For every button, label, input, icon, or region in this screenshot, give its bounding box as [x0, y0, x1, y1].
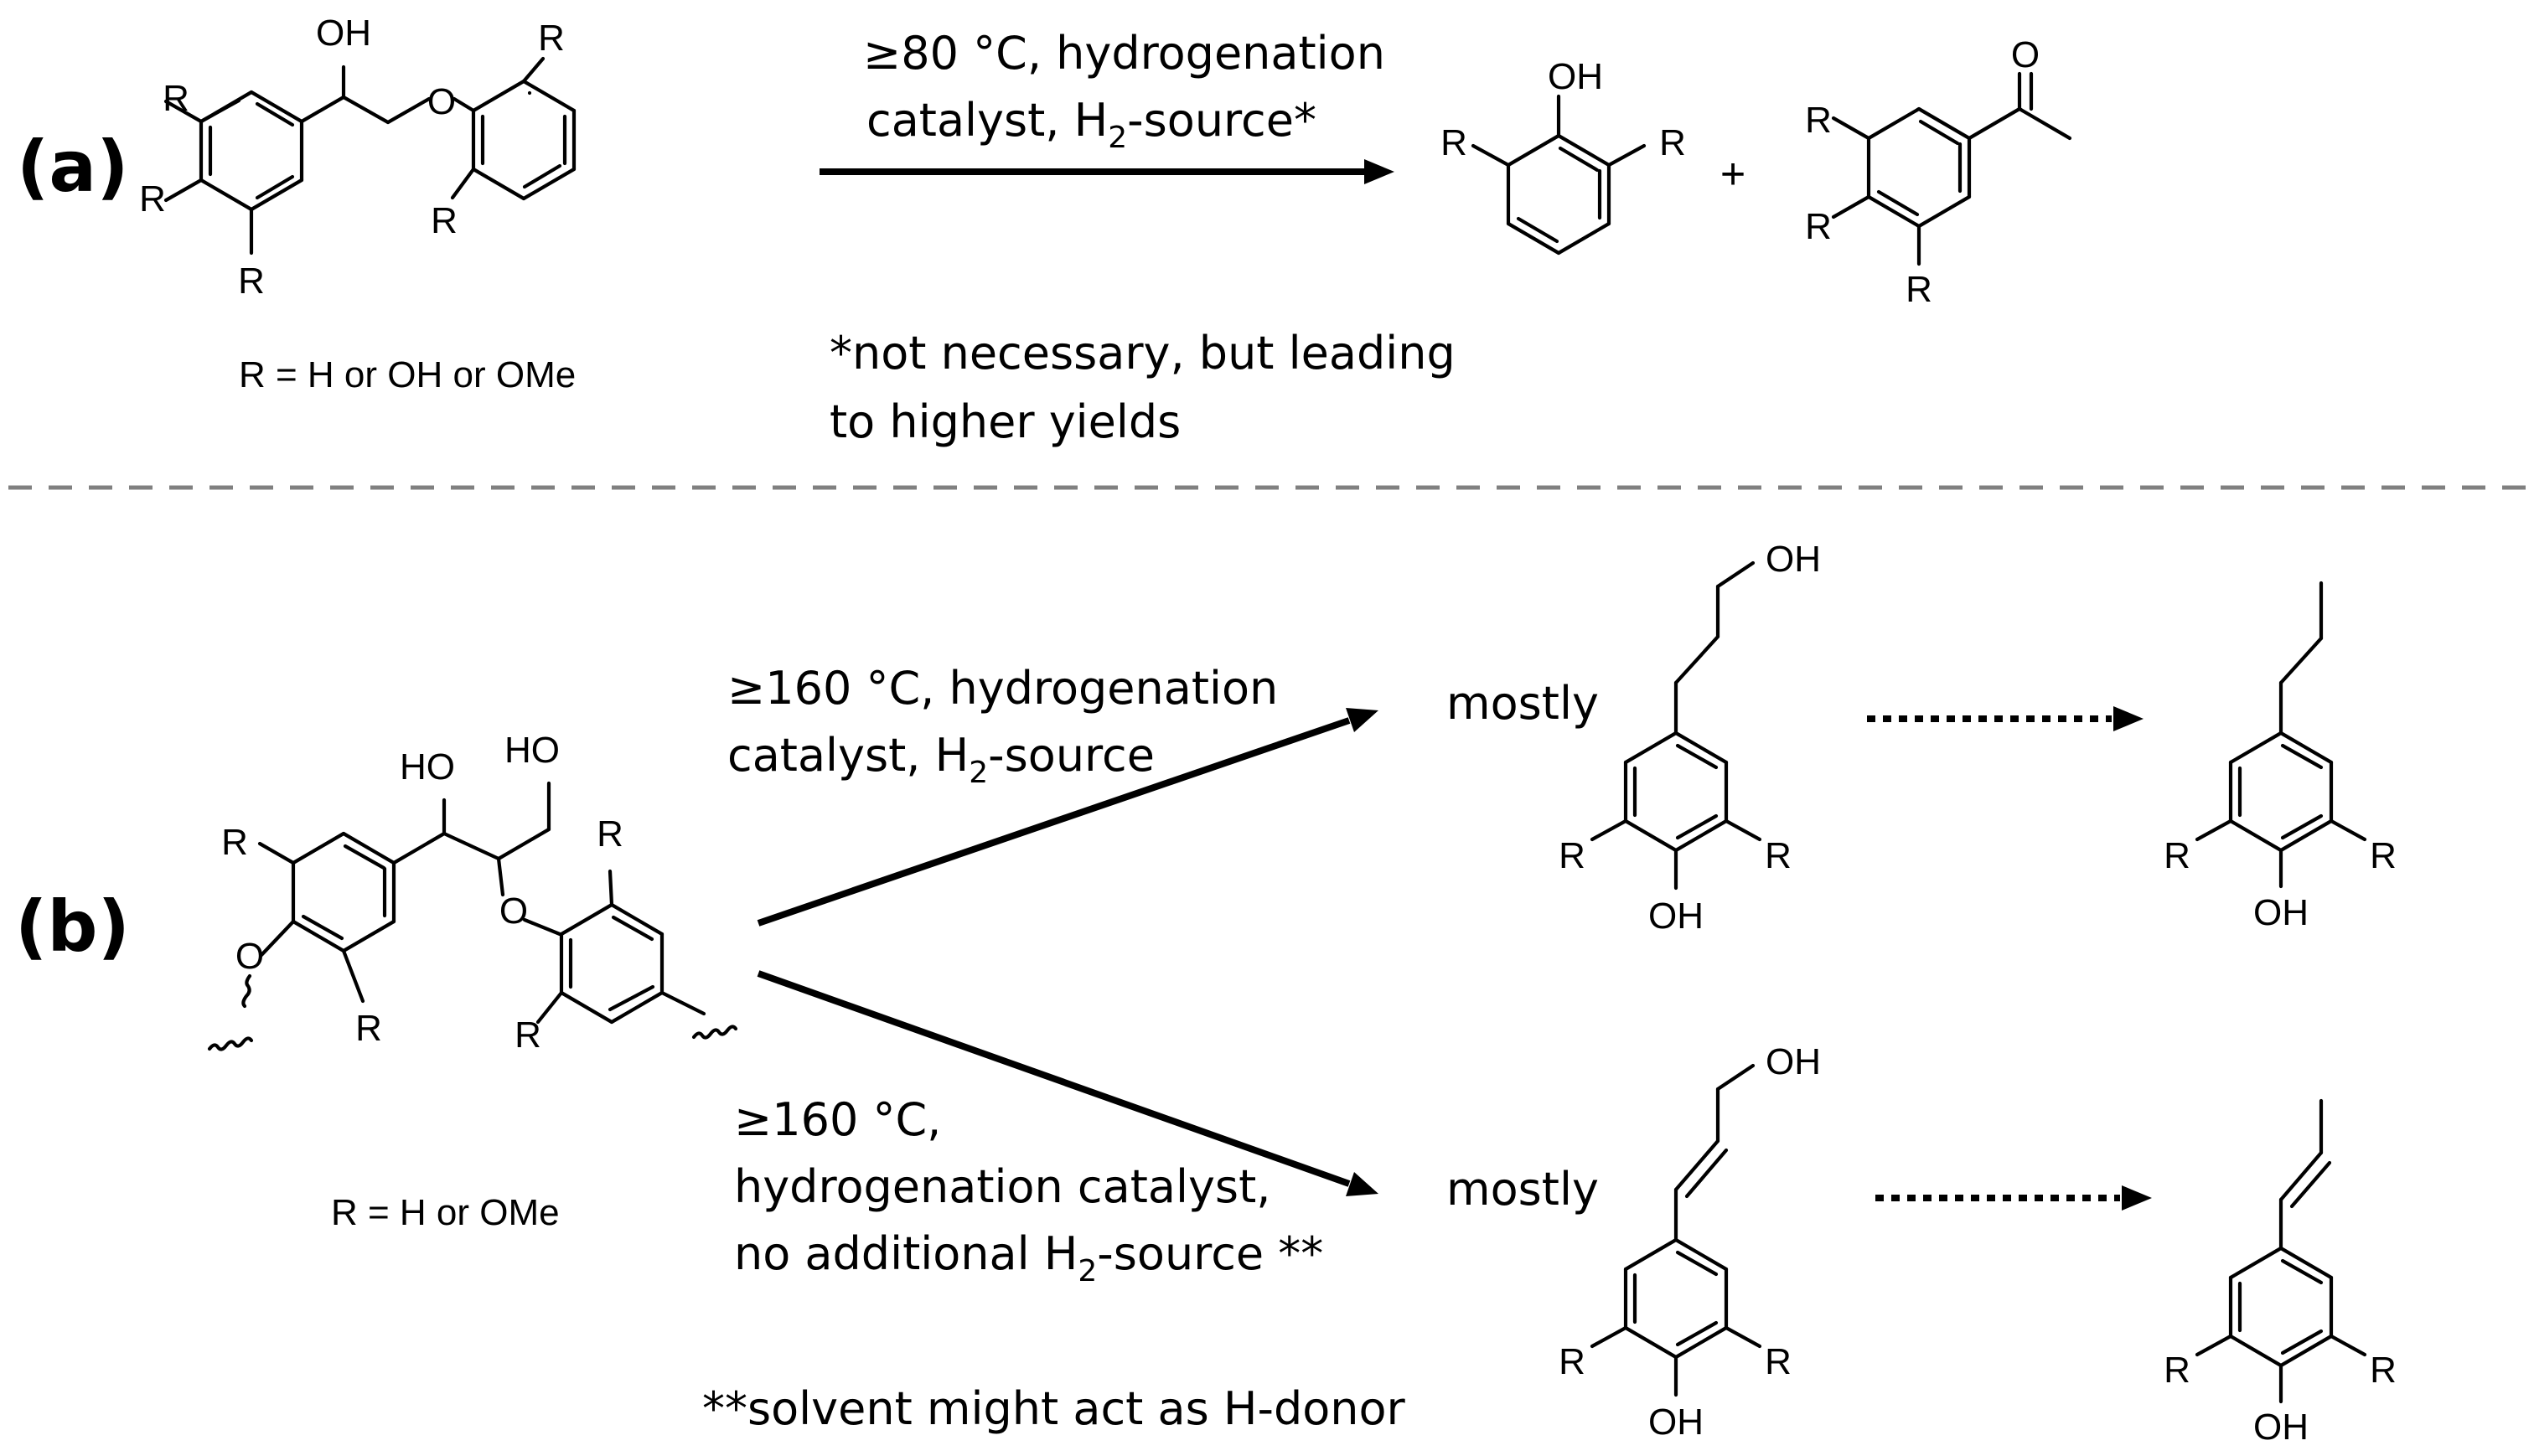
panel-a-phenol-product: OH R R: [1440, 56, 1686, 256]
atom-label: R: [1559, 835, 1585, 876]
atom-label: R: [597, 813, 623, 854]
atom-label: R: [1765, 1341, 1792, 1382]
atom-label: R: [238, 261, 265, 302]
atom-label: R: [2370, 835, 2397, 876]
atom-label: R: [1440, 122, 1467, 163]
atom-label: OH: [1648, 1402, 1704, 1443]
panel-b-upper-condition-line2: catalyst, H2-source: [727, 729, 1155, 790]
panel-a-acetophenone-product: O R R R: [1805, 34, 2072, 310]
atom-label: OH: [1766, 1041, 1821, 1082]
atom-label: R: [139, 178, 166, 219]
panel-b-upper-dotted-arrowhead: [2113, 706, 2144, 731]
panel-a-footnote-line1: *not necessary, but leading: [830, 327, 1456, 379]
atom-label: R: [2164, 835, 2190, 876]
atom-label: R: [538, 18, 565, 59]
panel-a-arrowhead: [1364, 159, 1394, 184]
panel-a-reactant: R R R OH O R R: [139, 13, 577, 302]
panel-a: (a): [17, 13, 2072, 448]
panel-b-lignin-fragment: R O R HO HO O R R: [207, 730, 738, 1056]
panel-b-lower-condition-line1: ≥160 °C,: [734, 1093, 941, 1146]
atom-label: HO: [504, 730, 560, 771]
atom-label: OH: [1766, 539, 1821, 580]
atom-label: R: [1765, 835, 1792, 876]
panel-b-upper-final-product: R R OH: [2164, 581, 2397, 933]
atom-label: R: [221, 822, 248, 863]
atom-label: R: [1805, 100, 1832, 141]
panel-a-r-definition: R = H or OH or OMe: [239, 354, 576, 395]
atom-label: R: [1906, 269, 1932, 310]
panel-b-lower-final-product: R R OH: [2164, 1098, 2397, 1448]
panel-b-lower-arrowhead: [1346, 1172, 1378, 1196]
atom-label: HO: [400, 746, 455, 787]
atom-label: OH: [316, 13, 371, 54]
panel-b: (b): [15, 539, 2397, 1448]
panel-b-upper-arrowhead: [1346, 708, 1378, 732]
atom-label: R: [1805, 206, 1832, 247]
atom-label: OH: [2253, 892, 2309, 933]
panel-b-r-definition: R = H or OMe: [331, 1192, 560, 1233]
atom-label: O: [235, 936, 264, 977]
panel-b-upper-condition-line1: ≥160 °C, hydrogenation: [727, 662, 1278, 715]
panel-a-label: (a): [17, 126, 128, 208]
atom-label: R: [1659, 122, 1686, 163]
atom-label: R: [355, 1008, 382, 1049]
atom-label: O: [2011, 34, 2040, 75]
panel-b-upper-arrow: [757, 717, 1351, 927]
panel-b-upper-prefix: mostly: [1446, 677, 1599, 730]
panel-b-lower-condition-line3: no additional H2-source **: [734, 1227, 1323, 1288]
atom-label: R: [2164, 1350, 2190, 1391]
plus-sign: +: [1720, 150, 1745, 199]
panel-b-lower-dotted-arrowhead: [2122, 1185, 2152, 1211]
panel-b-footnote: **solvent might act as H-donor: [702, 1382, 1406, 1435]
atom-label: R: [515, 1015, 541, 1056]
atom-label: R: [163, 78, 189, 119]
atom-label: O: [499, 891, 528, 932]
atom-label: OH: [1648, 896, 1704, 937]
atom-label: O: [427, 81, 456, 122]
atom-label: R: [431, 200, 458, 241]
panel-a-condition-line2: catalyst, H2-source*: [866, 94, 1316, 155]
panel-a-footnote-line2: to higher yields: [830, 395, 1181, 448]
panel-b-label: (b): [15, 885, 130, 968]
panel-b-lower-arrow: [757, 970, 1351, 1187]
atom-label: OH: [1548, 56, 1603, 97]
panel-a-condition-line1: ≥80 °C, hydrogenation: [863, 27, 1385, 80]
panel-b-lower-product: OH R R OH: [1559, 1041, 1821, 1443]
panel-b-upper-product: OH R R OH: [1559, 539, 1821, 937]
atom-label: OH: [2253, 1407, 2309, 1448]
panel-b-lower-condition-line2: hydrogenation catalyst,: [734, 1160, 1270, 1213]
atom-label: R: [1559, 1341, 1585, 1382]
atom-label: R: [2370, 1350, 2397, 1391]
panel-b-lower-prefix: mostly: [1446, 1163, 1599, 1216]
